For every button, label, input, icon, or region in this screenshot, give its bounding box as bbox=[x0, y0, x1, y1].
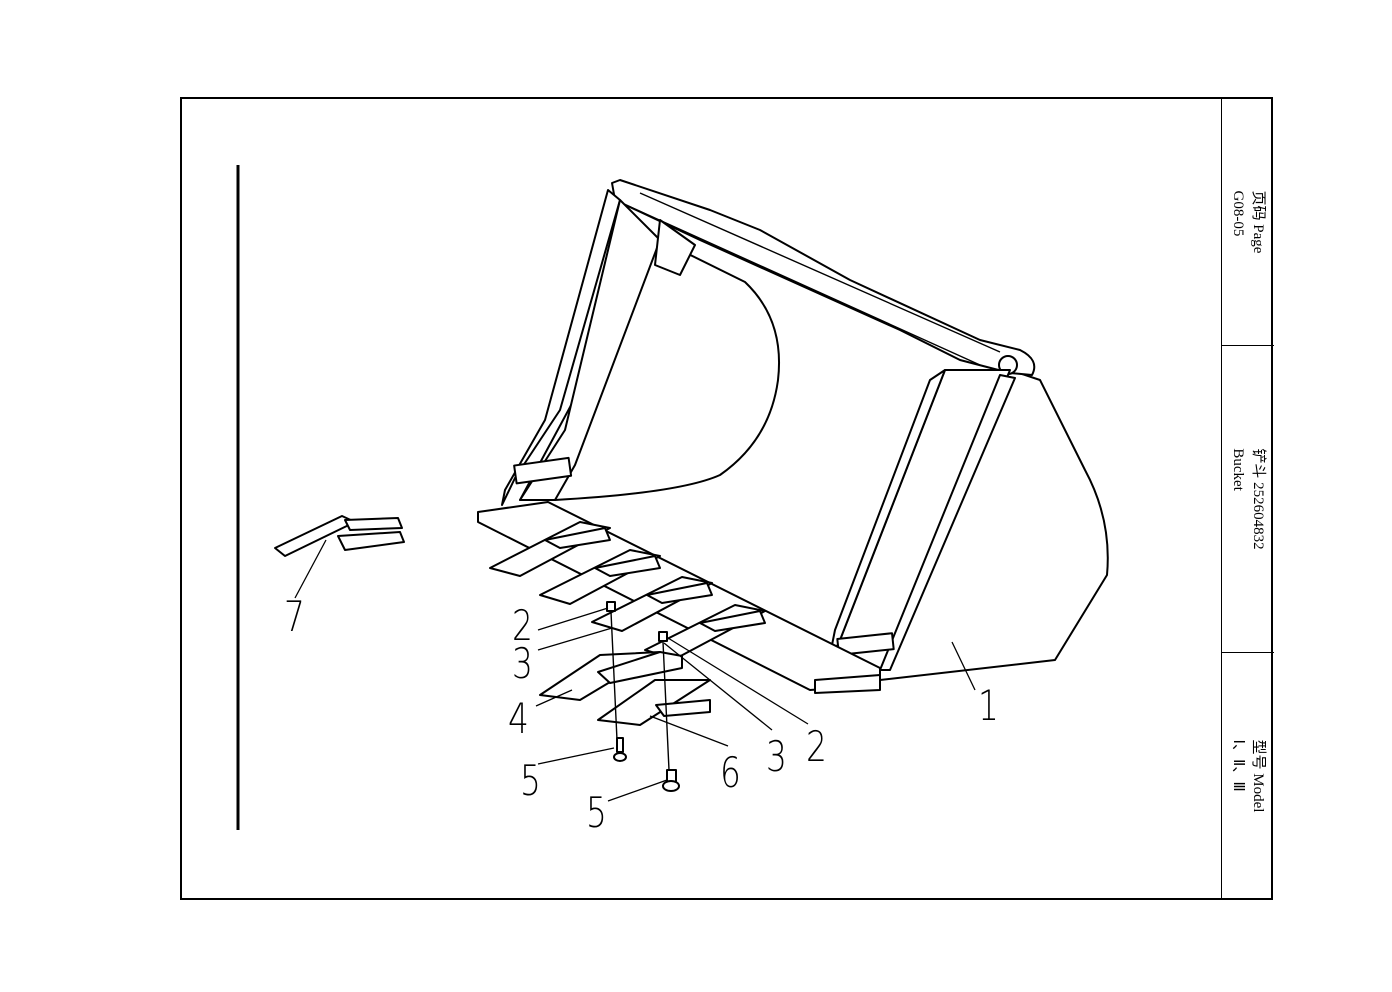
title-cell-page: 页码 Page G08-05 bbox=[1222, 99, 1274, 346]
title-cell-name: 铲斗 252604832 Bucket bbox=[1222, 346, 1274, 653]
callout-2b: 2 bbox=[806, 722, 827, 771]
title-block: 页码 Page G08-05 铲斗 252604832 Bucket 型号 Mo… bbox=[1221, 99, 1274, 898]
callout-2: 2 bbox=[512, 601, 533, 650]
leader-lines bbox=[294, 539, 976, 802]
callout-1: 1 bbox=[978, 681, 999, 730]
callout-3b: 3 bbox=[766, 732, 787, 781]
bucket-body bbox=[477, 179, 1109, 694]
callout-5: 5 bbox=[520, 756, 541, 805]
callout-4: 4 bbox=[508, 694, 529, 743]
callout-6: 6 bbox=[720, 748, 741, 797]
callout-7: 7 bbox=[284, 592, 305, 641]
exploded-tooth-assembly bbox=[539, 601, 711, 792]
spare-tooth bbox=[274, 515, 405, 557]
callout-5b: 5 bbox=[586, 788, 607, 837]
bucket-teeth bbox=[489, 521, 766, 660]
callout-3: 3 bbox=[512, 639, 533, 688]
drawing-sheet: 页码 Page G08-05 铲斗 252604832 Bucket 型号 Mo… bbox=[180, 97, 1274, 900]
